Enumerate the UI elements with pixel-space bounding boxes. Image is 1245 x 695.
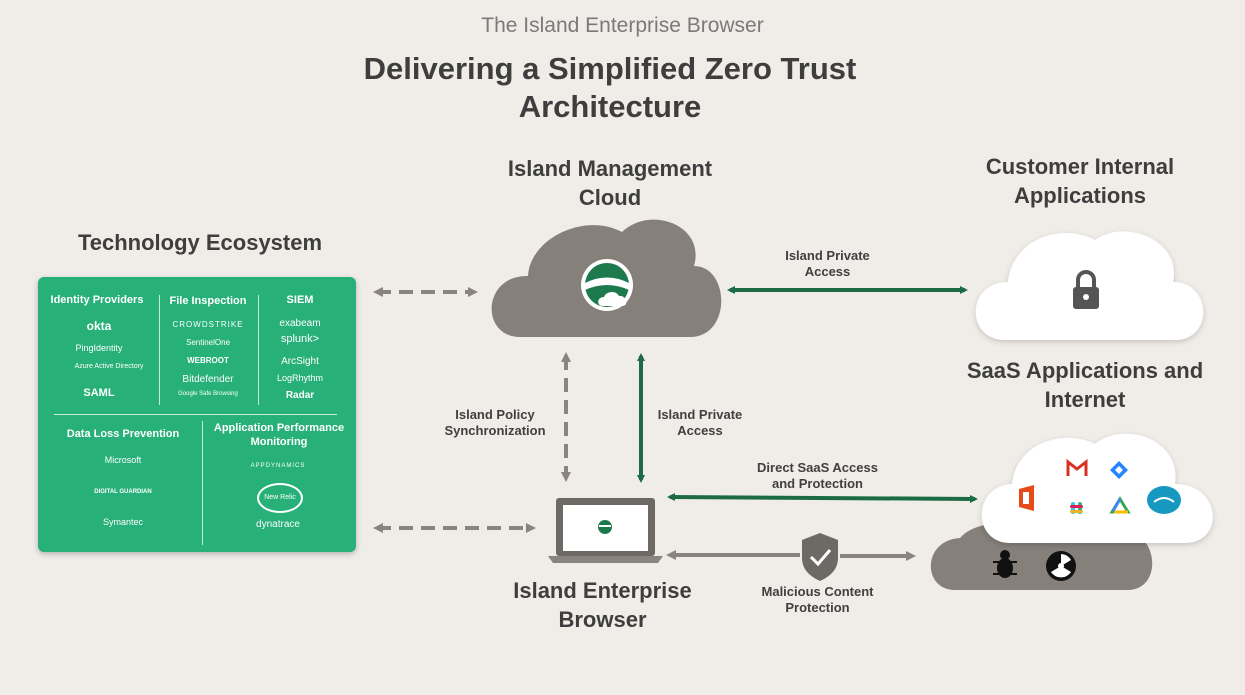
azure-ad-logo: Azure Active Directory [74, 363, 144, 370]
policy-sync-label: Island Policy Synchronization [444, 407, 546, 438]
browser-heading: Island Enterprise Browser [513, 578, 692, 632]
microsoft-logo: Microsoft [104, 455, 142, 465]
divider [54, 414, 337, 415]
malicious-protection-label: Malicious Content Protection [761, 584, 874, 615]
divider [202, 421, 203, 545]
bug-icon [993, 550, 1017, 578]
appdynamics-logo: APPDYNAMICS [250, 463, 306, 469]
technology-ecosystem-panel: Identity Providers File Inspection SIEM … [38, 277, 356, 552]
slack-icon [1070, 502, 1083, 514]
symantec-logo: Symantec [102, 517, 144, 527]
divider [159, 295, 160, 405]
saas-cloud [981, 433, 1213, 543]
siem-title: SIEM [286, 294, 314, 306]
bitdefender-logo: Bitdefender [182, 374, 234, 385]
internal-apps-heading: Customer Internal Applications [985, 154, 1175, 208]
saas-heading: SaaS Applications and Internet [966, 358, 1204, 412]
super-title: The Island Enterprise Browser [481, 14, 764, 37]
webroot-logo: WEBROOT [187, 356, 229, 365]
page-title: Delivering a Simplified Zero Trust Archi… [363, 51, 857, 124]
shield-icon [802, 533, 838, 581]
lock-icon [1073, 270, 1099, 309]
digital-guardian-logo: DIGITAL GUARDIAN [94, 489, 152, 495]
google-drive-icon [1109, 496, 1131, 514]
file-inspection-title: File Inspection [169, 295, 247, 307]
browser-saas-arrow [667, 493, 978, 503]
ecosystem-heading: Technology Ecosystem [77, 230, 323, 255]
salesforce-icon [1147, 486, 1181, 514]
sentinelone-logo: SentinelOne [185, 338, 231, 347]
okta-logo: okta [86, 319, 112, 333]
dynatrace-logo: dynatrace [256, 519, 300, 530]
crowdstrike-logo: CROWDSTRIKE [172, 320, 244, 329]
apm-title: Application Performance Monitoring [213, 422, 345, 448]
gmail-icon [1066, 458, 1088, 476]
dlp-title: Data Loss Prevention [66, 428, 180, 440]
saml-logo: SAML [83, 387, 115, 399]
new-relic-logo: New Relic [257, 483, 303, 513]
identity-providers-title: Identity Providers [50, 294, 144, 306]
splunk-logo: splunk> [280, 333, 320, 345]
office-icon [1019, 485, 1034, 511]
private-access-label-mid: Island Private Access [657, 407, 743, 438]
jira-icon [1110, 461, 1128, 479]
browser-laptop [548, 498, 663, 563]
pingidentity-logo: PingIdentity [75, 343, 123, 353]
radar-logo: Radar [285, 390, 315, 401]
google-safe-browsing-logo: Google Safe Browsing [178, 391, 238, 397]
private-access-label-top: Island Private Access [785, 248, 870, 279]
browser-threat-arrow [666, 550, 916, 561]
management-cloud-heading: Island Management Cloud [507, 156, 713, 210]
radiation-icon [1046, 551, 1076, 581]
exabeam-logo: exabeam [279, 318, 321, 329]
logrhythm-logo: LogRhythm [276, 373, 324, 383]
divider [258, 295, 259, 405]
direct-saas-label: Direct SaaS Access and Protection [757, 460, 878, 491]
internal-apps-cloud [975, 231, 1204, 340]
management-cloud [491, 219, 722, 337]
arcsight-logo: ArcSight [281, 356, 319, 367]
